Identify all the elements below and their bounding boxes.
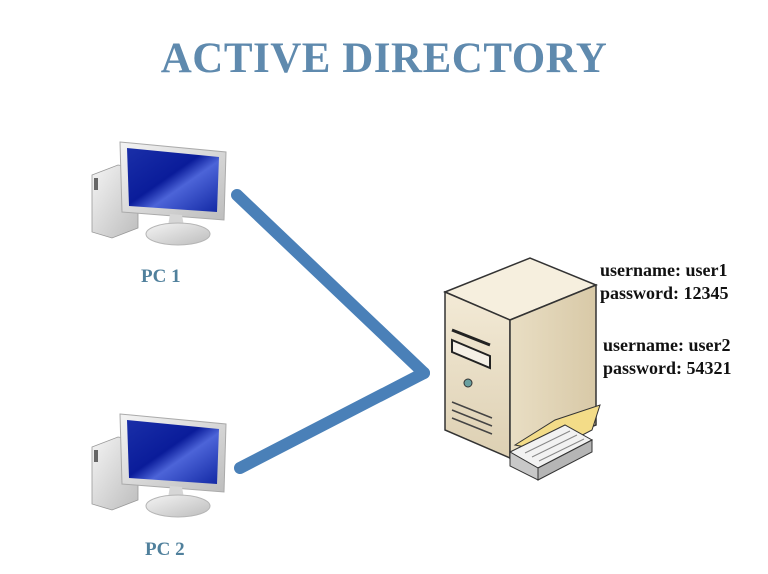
password-user2: password: 54321 [603, 358, 732, 378]
username-user2: username: user2 [603, 335, 731, 355]
connector-lines [231, 189, 430, 474]
pc2-desktop-computer-icon [91, 413, 227, 518]
pc1-desktop-computer-icon [91, 141, 227, 246]
username-user1: username: user1 [600, 260, 728, 280]
directory-book-icon [508, 404, 601, 481]
pc1-label: PC 1 [141, 266, 181, 287]
credential-block-user1: username: user1 password: 12345 [600, 259, 729, 305]
diagram-title: ACTIVE DIRECTORY [160, 35, 608, 82]
password-user1: password: 12345 [600, 283, 729, 303]
pc2-label: PC 2 [145, 539, 185, 560]
connector-pc2-server [234, 367, 430, 474]
connector-pc1-server [231, 189, 430, 379]
credential-block-user2: username: user2 password: 54321 [603, 334, 732, 380]
